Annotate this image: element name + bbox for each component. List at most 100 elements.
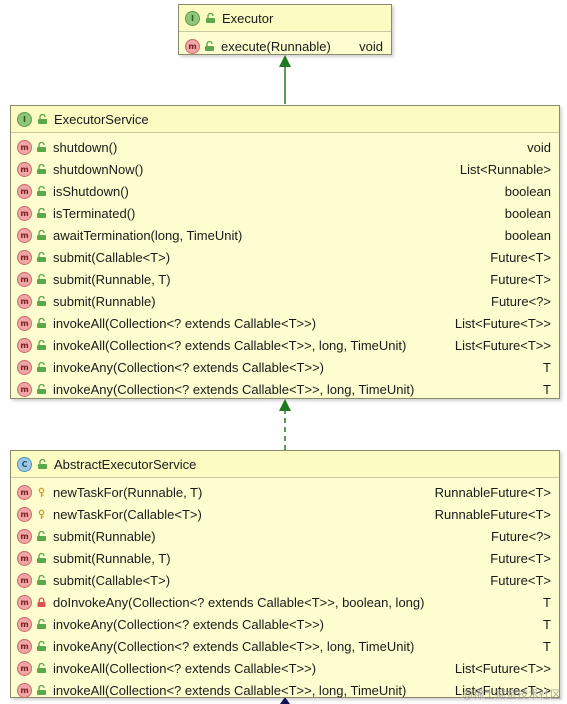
class-icon: C (17, 456, 32, 472)
method-signature: invokeAny(Collection<? extends Callable<… (53, 616, 324, 632)
method-signature: invokeAll(Collection<? extends Callable<… (53, 660, 317, 676)
method-icon: m (17, 616, 32, 632)
executor-service-title: ExecutorService (54, 111, 149, 127)
method-icon: m (17, 271, 32, 287)
method-row[interactable]: m invokeAny(Collection<? extends Callable… (11, 378, 559, 400)
method-return-type: Future<T> (490, 271, 551, 287)
method-signature: submit(Runnable) (53, 293, 156, 309)
method-icon: m (17, 139, 32, 155)
public-visibility-icon (35, 141, 47, 153)
method-signature: submit(Runnable, T) (53, 271, 171, 287)
abstract-executor-service-header: C AbstractExecutorService (11, 451, 559, 478)
method-return-type: Future<T> (490, 550, 551, 566)
method-signature: invokeAll(Collection<? extends Callable<… (53, 682, 407, 698)
method-icon: m (17, 572, 32, 588)
public-visibility-icon (35, 574, 47, 586)
method-row[interactable]: m submit(Runnable, T) Future<T> (11, 547, 559, 569)
method-return-type: boolean (504, 205, 551, 221)
public-visibility-icon (35, 383, 47, 395)
public-visibility-icon (35, 251, 47, 263)
method-signature: submit(Runnable, T) (53, 550, 171, 566)
method-signature: submit(Callable<T>) (53, 249, 171, 265)
method-return-type: void (527, 139, 551, 155)
public-visibility-icon (204, 12, 216, 24)
executor-header: I Executor (179, 5, 391, 32)
method-return-type: T (543, 594, 551, 610)
method-return-type: T (543, 359, 551, 375)
method-icon: m (17, 205, 32, 221)
public-visibility-icon (35, 163, 47, 175)
public-visibility-icon (35, 295, 47, 307)
method-signature: invokeAny(Collection<? extends Callable<… (53, 638, 415, 654)
method-row[interactable]: m invokeAny(Collection<? extends Callable… (11, 356, 559, 378)
watermark: @稀土掘金技术社区 (461, 689, 561, 701)
method-row[interactable]: m invokeAny(Collection<? extends Callable… (11, 613, 559, 635)
method-icon: m (17, 381, 32, 397)
method-signature: invokeAll(Collection<? extends Callable<… (53, 315, 317, 331)
method-signature: newTaskFor(Callable<T>) (53, 506, 202, 522)
method-signature: isShutdown() (53, 183, 129, 199)
method-row[interactable]: m invokeAll(Collection<? extends Callable… (11, 679, 559, 701)
method-icon: m (185, 38, 200, 54)
method-icon: m (17, 550, 32, 566)
method-icon: m (17, 359, 32, 375)
method-return-type: Future<T> (490, 249, 551, 265)
public-visibility-icon (35, 640, 47, 652)
method-return-type: List<Future<T>> (454, 660, 551, 676)
method-row[interactable]: m invokeAll(Collection<? extends Callable… (11, 657, 559, 679)
method-row[interactable]: m submit(Runnable, T) Future<T> (11, 268, 559, 290)
method-icon: m (17, 293, 32, 309)
abstract-executor-service-title: AbstractExecutorService (54, 456, 197, 472)
method-return-type: List<Future<T>> (454, 337, 551, 353)
method-icon: m (17, 682, 32, 698)
method-icon: m (17, 660, 32, 676)
method-return-type: List<Future<T>> (454, 682, 551, 698)
method-return-type: List<Runnable> (459, 161, 551, 177)
executor-service-header: I ExecutorService (11, 106, 559, 133)
public-visibility-icon (35, 229, 47, 241)
method-return-type: boolean (504, 183, 551, 199)
public-visibility-icon (35, 552, 47, 564)
implements-arrowhead (279, 399, 291, 411)
method-return-type: List<Future<T>> (454, 315, 551, 331)
method-icon: m (17, 638, 32, 654)
protected-visibility-icon (35, 486, 47, 498)
method-return-type: T (543, 638, 551, 654)
method-signature: submit(Callable<T>) (53, 572, 171, 588)
method-signature: invokeAny(Collection<? extends Callable<… (53, 359, 324, 375)
method-signature: submit(Runnable) (53, 528, 156, 544)
public-visibility-icon (36, 458, 48, 470)
protected-visibility-icon (35, 508, 47, 520)
method-signature: newTaskFor(Runnable, T) (53, 484, 203, 500)
public-visibility-icon (203, 40, 215, 52)
method-signature: shutdownNow() (53, 161, 144, 177)
method-signature: doInvokeAny(Collection<? extends Callabl… (53, 594, 425, 610)
method-return-type: boolean (504, 227, 551, 243)
public-visibility-icon (35, 207, 47, 219)
method-return-type: void (359, 38, 383, 54)
method-row[interactable]: m invokeAny(Collection<? extends Callable… (11, 635, 559, 657)
method-return-type: RunnableFuture<T> (434, 506, 551, 522)
method-icon: m (17, 337, 32, 353)
method-signature: invokeAny(Collection<? extends Callable<… (53, 381, 415, 397)
method-icon: m (17, 227, 32, 243)
